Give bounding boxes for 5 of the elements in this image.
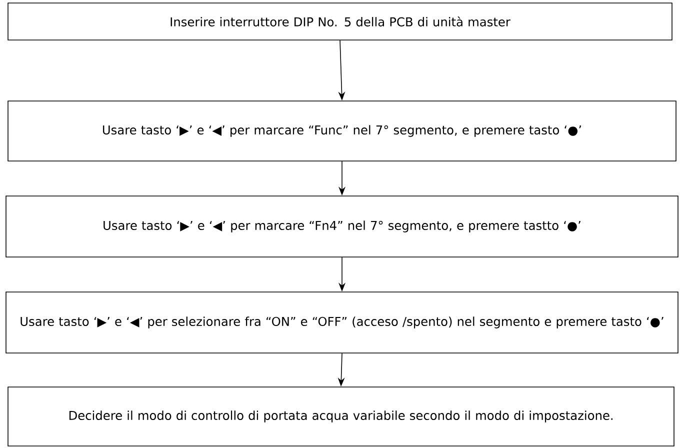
process-box: Usare tasto ‘▶’ e ‘◀’ per selezionare fra “ON” e “OFF” (acceso /spento) nel segmento e premere tasto ‘●’ — [6, 292, 678, 354]
process-box: Decidere il modo di controllo di portata acqua variabile secondo il modo di impostazione. — [8, 386, 674, 446]
process-box: Usare tasto ‘▶’ e ‘◀’ per marcare “Fn4” nel 7° segmento, e premere tastto ‘●’ — [6, 196, 678, 258]
process-box: Inserire interruttore DIP No. 5 della PCB di unità master — [8, 2, 672, 40]
process-box: Usare tasto ‘▶’ e ‘◀’ per marcare “Func” nel 7° segmento, e premere tasto ‘●’ — [8, 100, 676, 162]
